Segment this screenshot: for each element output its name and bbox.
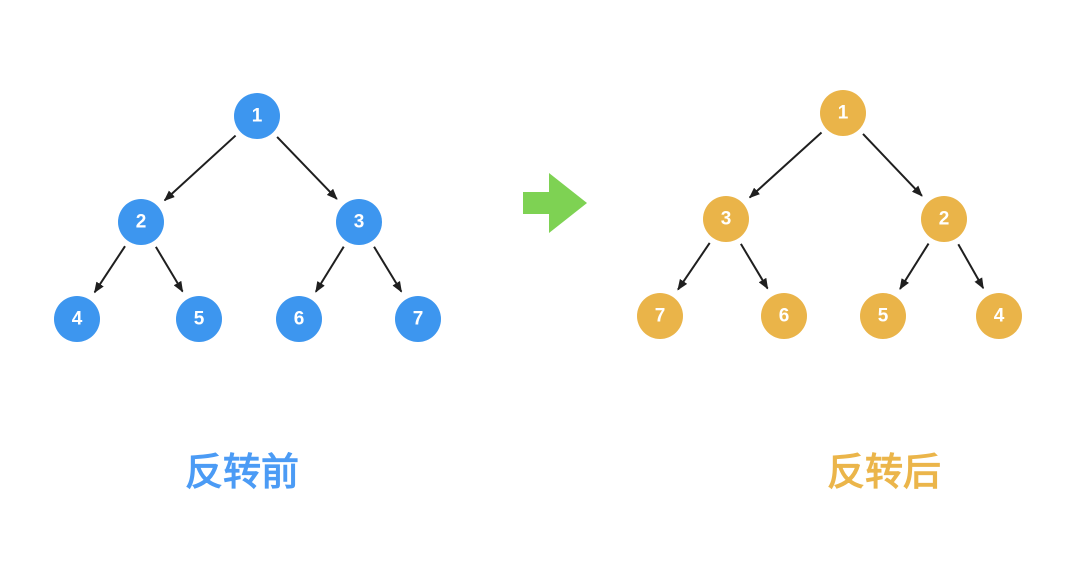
after-edge-1-2 bbox=[862, 133, 923, 197]
after-node-label-6: 6 bbox=[779, 306, 790, 327]
before-edge-2-5 bbox=[155, 246, 184, 293]
after-node-label-1: 1 bbox=[838, 103, 849, 124]
before-edge-3-6 bbox=[314, 246, 345, 293]
after-node-5: 5 bbox=[860, 293, 906, 339]
before-edge-3-7 bbox=[373, 246, 403, 293]
before-edge-1-2 bbox=[163, 134, 237, 202]
after-node-circle-1 bbox=[820, 90, 866, 136]
after-caption: 反转后 bbox=[827, 452, 941, 494]
before-caption: 反转前 bbox=[185, 452, 299, 494]
after-edge-1-3 bbox=[748, 131, 823, 199]
after-node-circle-6 bbox=[761, 293, 807, 339]
after-node-2: 2 bbox=[921, 196, 967, 242]
after-edge-2-4 bbox=[957, 243, 985, 290]
before-node-circle-1 bbox=[234, 93, 280, 139]
before-node-circle-6 bbox=[276, 296, 322, 342]
before-node-label-7: 7 bbox=[413, 309, 424, 330]
tree-after: 1 3 2 7 6 5 4 bbox=[637, 90, 1022, 339]
before-node-4: 4 bbox=[54, 296, 100, 342]
before-node-label-6: 6 bbox=[294, 309, 305, 330]
before-node-5: 5 bbox=[176, 296, 222, 342]
after-node-1: 1 bbox=[820, 90, 866, 136]
before-edge-2-4 bbox=[93, 245, 126, 294]
before-node-circle-4 bbox=[54, 296, 100, 342]
before-node-label-2: 2 bbox=[136, 212, 147, 233]
before-node-label-3: 3 bbox=[354, 212, 365, 233]
before-node-2: 2 bbox=[118, 199, 164, 245]
after-node-6: 6 bbox=[761, 293, 807, 339]
before-node-circle-7 bbox=[395, 296, 441, 342]
before-edge-1-3 bbox=[276, 136, 338, 200]
after-node-3: 3 bbox=[703, 196, 749, 242]
before-node-circle-5 bbox=[176, 296, 222, 342]
after-edge-3-6 bbox=[740, 243, 769, 290]
after-edge-2-5 bbox=[899, 243, 930, 290]
before-node-6: 6 bbox=[276, 296, 322, 342]
tree-before: 1 2 3 4 5 6 7 bbox=[54, 93, 441, 342]
after-node-label-4: 4 bbox=[994, 306, 1005, 327]
before-node-circle-2 bbox=[118, 199, 164, 245]
before-node-1: 1 bbox=[234, 93, 280, 139]
after-node-label-3: 3 bbox=[721, 209, 732, 230]
after-node-label-7: 7 bbox=[655, 306, 666, 327]
before-node-circle-3 bbox=[336, 199, 382, 245]
before-node-label-4: 4 bbox=[72, 309, 83, 330]
after-node-7: 7 bbox=[637, 293, 683, 339]
after-node-circle-4 bbox=[976, 293, 1022, 339]
before-node-7: 7 bbox=[395, 296, 441, 342]
after-node-4: 4 bbox=[976, 293, 1022, 339]
after-node-label-5: 5 bbox=[878, 306, 889, 327]
after-node-circle-5 bbox=[860, 293, 906, 339]
after-node-label-2: 2 bbox=[939, 209, 950, 230]
before-node-3: 3 bbox=[336, 199, 382, 245]
after-node-circle-3 bbox=[703, 196, 749, 242]
after-node-circle-2 bbox=[921, 196, 967, 242]
before-node-label-1: 1 bbox=[252, 106, 263, 127]
transform-arrow-icon bbox=[523, 173, 587, 233]
before-node-label-5: 5 bbox=[194, 309, 205, 330]
after-node-circle-7 bbox=[637, 293, 683, 339]
after-edge-3-7 bbox=[677, 242, 711, 291]
